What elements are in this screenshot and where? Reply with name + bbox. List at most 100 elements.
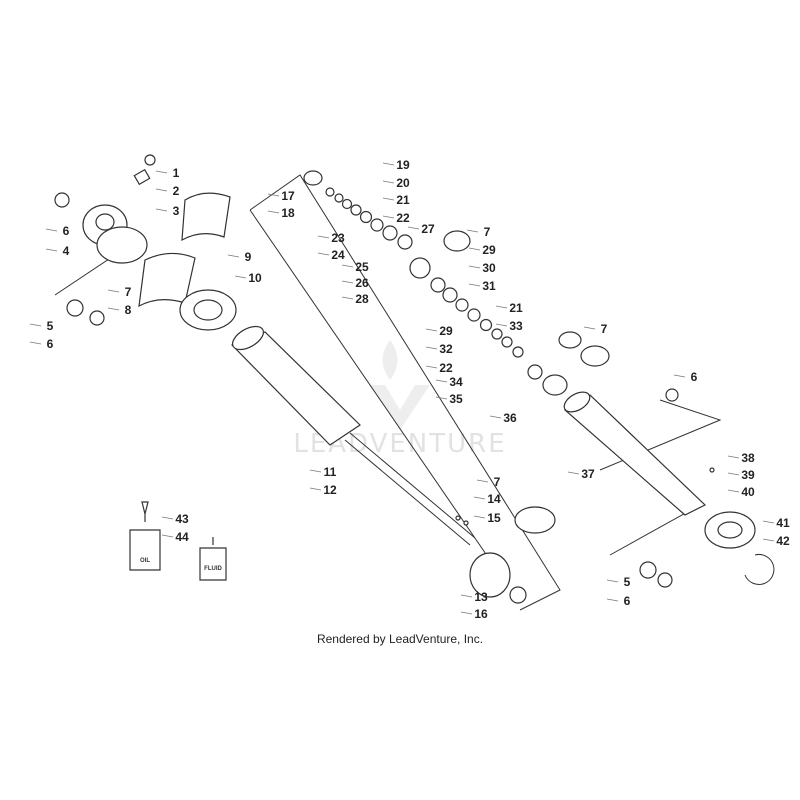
callout-21: 21 xyxy=(396,193,410,207)
callout-6: 6 xyxy=(47,337,54,351)
leader-line xyxy=(425,346,438,350)
leader-line xyxy=(107,289,120,293)
leader-line xyxy=(341,264,354,268)
leader-line xyxy=(460,594,473,598)
piston-end xyxy=(455,506,556,604)
leader-line xyxy=(476,479,489,483)
callout-17: 17 xyxy=(281,189,295,203)
leader-line xyxy=(382,162,395,166)
callout-42: 42 xyxy=(776,534,790,548)
leader-line xyxy=(161,516,174,520)
callout-7: 7 xyxy=(494,475,501,489)
oil-bottle-label: OIL xyxy=(140,558,150,564)
callout-41: 41 xyxy=(776,516,790,530)
leader-line xyxy=(382,215,395,219)
leader-line xyxy=(29,323,42,327)
callout-31: 31 xyxy=(482,279,496,293)
piston-stack xyxy=(303,170,610,396)
oil-bottle: OIL xyxy=(129,501,161,571)
leader-line xyxy=(227,254,240,258)
leader-line xyxy=(495,305,508,309)
callout-20: 20 xyxy=(396,176,410,190)
callout-12: 12 xyxy=(323,483,337,497)
callout-2: 2 xyxy=(173,184,180,198)
fluid-bottle-label: FLUID xyxy=(204,566,222,572)
leader-line xyxy=(495,323,508,327)
leader-line xyxy=(425,328,438,332)
leader-line xyxy=(606,579,619,583)
callout-7: 7 xyxy=(484,225,491,239)
top-eyelet-assembly xyxy=(54,154,237,331)
leader-line xyxy=(317,252,330,256)
leader-line xyxy=(468,247,481,251)
leader-line xyxy=(460,611,473,615)
leader-line xyxy=(468,283,481,287)
callout-37: 37 xyxy=(581,467,595,481)
leader-line xyxy=(317,235,330,239)
callout-5: 5 xyxy=(47,319,54,333)
callout-21: 21 xyxy=(509,301,523,315)
leader-line xyxy=(45,228,58,232)
callout-38: 38 xyxy=(741,451,755,465)
leader-line xyxy=(567,471,580,475)
leader-line xyxy=(45,248,58,252)
callout-29: 29 xyxy=(482,243,496,257)
leader-line xyxy=(673,374,686,378)
callout-7: 7 xyxy=(601,322,608,336)
callout-39: 39 xyxy=(741,468,755,482)
leader-line xyxy=(161,534,174,538)
leader-line xyxy=(606,598,619,602)
callout-27: 27 xyxy=(421,222,435,236)
callout-4: 4 xyxy=(63,244,70,258)
leader-line xyxy=(466,229,479,233)
leader-line xyxy=(382,197,395,201)
callout-11: 11 xyxy=(324,465,337,479)
leader-line xyxy=(435,396,448,400)
leader-line xyxy=(267,193,280,197)
callout-23: 23 xyxy=(331,231,345,245)
reservoir xyxy=(563,388,775,588)
callout-43: 43 xyxy=(175,512,189,526)
callout-14: 14 xyxy=(487,492,501,506)
leader-line xyxy=(583,326,596,330)
callout-33: 33 xyxy=(509,319,523,333)
leader-line xyxy=(407,226,420,230)
callout-1: 1 xyxy=(173,166,180,180)
callout-22: 22 xyxy=(439,361,453,375)
callout-26: 26 xyxy=(355,276,369,290)
leader-line xyxy=(382,180,395,184)
callout-15: 15 xyxy=(487,511,501,525)
callout-9: 9 xyxy=(245,250,252,264)
callout-22: 22 xyxy=(396,211,410,225)
callout-18: 18 xyxy=(281,206,295,220)
leader-line xyxy=(727,455,740,459)
leader-line xyxy=(267,210,280,214)
leader-line xyxy=(468,265,481,269)
leader-line xyxy=(435,379,448,383)
callout-3: 3 xyxy=(173,204,180,218)
callout-34: 34 xyxy=(449,375,463,389)
callout-28: 28 xyxy=(355,292,369,306)
callout-13: 13 xyxy=(474,590,488,604)
leader-line xyxy=(341,280,354,284)
fluid-bottle: FLUID xyxy=(199,537,227,581)
leader-line xyxy=(727,489,740,493)
callout-16: 16 xyxy=(474,607,488,621)
callout-7: 7 xyxy=(125,285,132,299)
callout-6: 6 xyxy=(691,370,698,384)
callout-36: 36 xyxy=(503,411,517,425)
leader-line xyxy=(29,341,42,345)
leader-line xyxy=(155,188,168,192)
callout-24: 24 xyxy=(331,248,345,262)
callout-6: 6 xyxy=(63,224,70,238)
callout-19: 19 xyxy=(396,158,410,172)
shock-body xyxy=(230,325,476,546)
callout-29: 29 xyxy=(439,324,453,338)
leader-line xyxy=(341,296,354,300)
leader-line xyxy=(727,472,740,476)
leader-line xyxy=(234,275,247,279)
callout-44: 44 xyxy=(175,530,189,544)
callout-10: 10 xyxy=(248,271,262,285)
